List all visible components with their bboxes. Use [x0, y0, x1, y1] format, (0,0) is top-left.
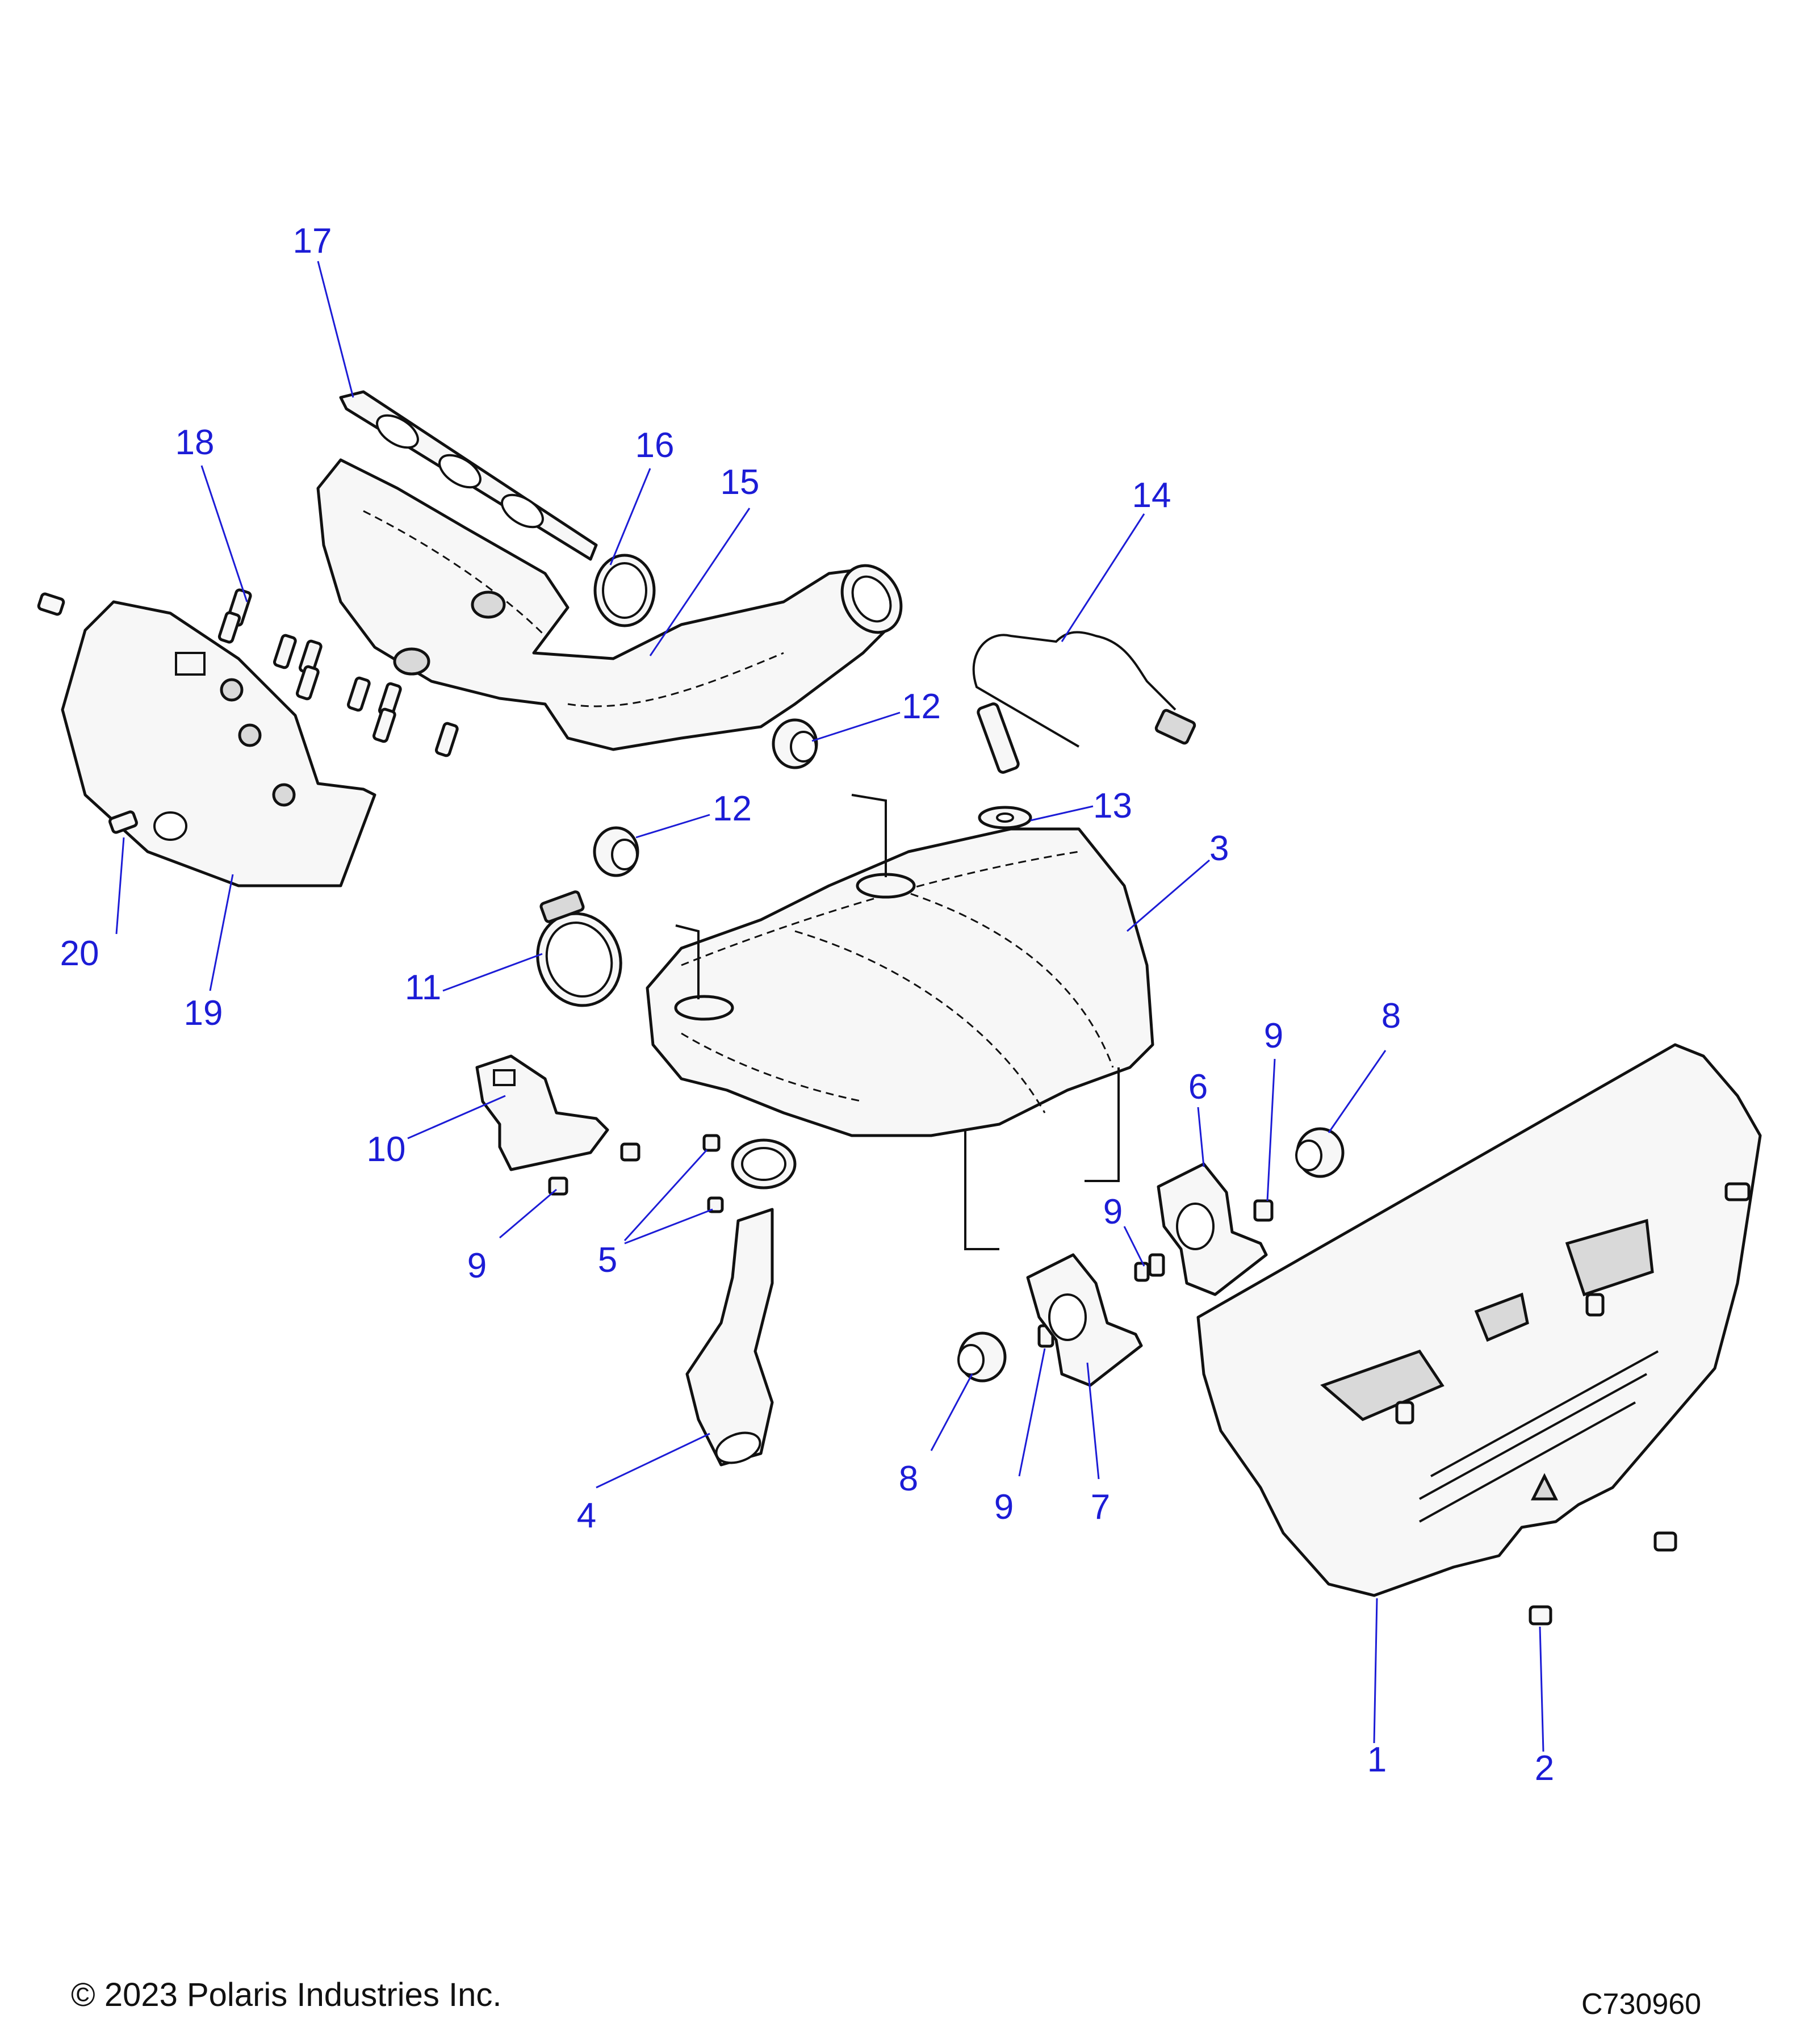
- drawing-number: C730960: [1581, 1988, 1702, 2021]
- callout-3: 3: [1209, 829, 1229, 868]
- part-skid-plate-shield: [1196, 1043, 1762, 1597]
- part-small-bolts: [548, 1134, 1274, 1348]
- callout-20: 20: [60, 934, 99, 973]
- callout-16: 16: [635, 426, 675, 465]
- callout-12-lower: 12: [713, 789, 752, 828]
- part-bracket-10: [475, 1054, 609, 1171]
- part-bolts-2: [1395, 1182, 1751, 1626]
- copyright-text: © 2023 Polaris Industries Inc.: [71, 1976, 502, 2013]
- part-oxygen-sensor: [972, 631, 1196, 774]
- part-tail-pipe: [685, 1208, 774, 1467]
- callout-18: 18: [175, 423, 215, 462]
- part-bolt-20: [108, 810, 138, 834]
- part-bolts-group: [37, 588, 459, 757]
- part-mount-bracket-6: [1157, 1162, 1268, 1296]
- callout-12-upper: 12: [902, 687, 941, 726]
- callout-labels: 17 18 16 15 14 12 12 13 3 11 20 19 10 9 …: [60, 221, 1555, 1788]
- part-clamp-ring: [593, 554, 656, 627]
- part-grommet-8-right: [1295, 1127, 1345, 1178]
- callout-1: 1: [1367, 1740, 1387, 1779]
- callout-2: 2: [1535, 1749, 1554, 1788]
- part-grommet-lower: [593, 826, 639, 877]
- part-muffler: [646, 794, 1154, 1250]
- leader-lines: [115, 261, 1544, 1752]
- callout-7: 7: [1091, 1488, 1110, 1527]
- callout-9-lower: 9: [994, 1488, 1014, 1527]
- callout-6: 6: [1188, 1067, 1208, 1107]
- callout-17: 17: [293, 221, 332, 261]
- callout-10: 10: [367, 1130, 406, 1169]
- callout-8-left: 8: [899, 1459, 918, 1498]
- part-grommet-upper: [772, 718, 818, 769]
- callout-9-upper: 9: [1264, 1016, 1283, 1055]
- callout-14: 14: [1132, 476, 1171, 515]
- callout-19: 19: [184, 994, 223, 1033]
- callout-5: 5: [598, 1241, 617, 1280]
- part-grommet-8-left: [957, 1331, 1007, 1383]
- part-manifold-heat-shield: [61, 600, 376, 887]
- part-band-clamp: [536, 890, 622, 1007]
- callout-9-left: 9: [467, 1246, 487, 1285]
- part-manifold-gasket: [339, 390, 598, 561]
- callout-15: 15: [721, 463, 760, 502]
- callout-11: 11: [405, 968, 441, 1007]
- part-sensor-gasket: [978, 806, 1032, 830]
- callout-13: 13: [1093, 786, 1132, 826]
- callout-9-mid: 9: [1103, 1192, 1123, 1232]
- part-mount-bracket-7: [1026, 1253, 1143, 1387]
- callout-4: 4: [577, 1496, 596, 1535]
- part-exhaust-manifold: [316, 458, 903, 751]
- callout-8-right: 8: [1381, 996, 1401, 1036]
